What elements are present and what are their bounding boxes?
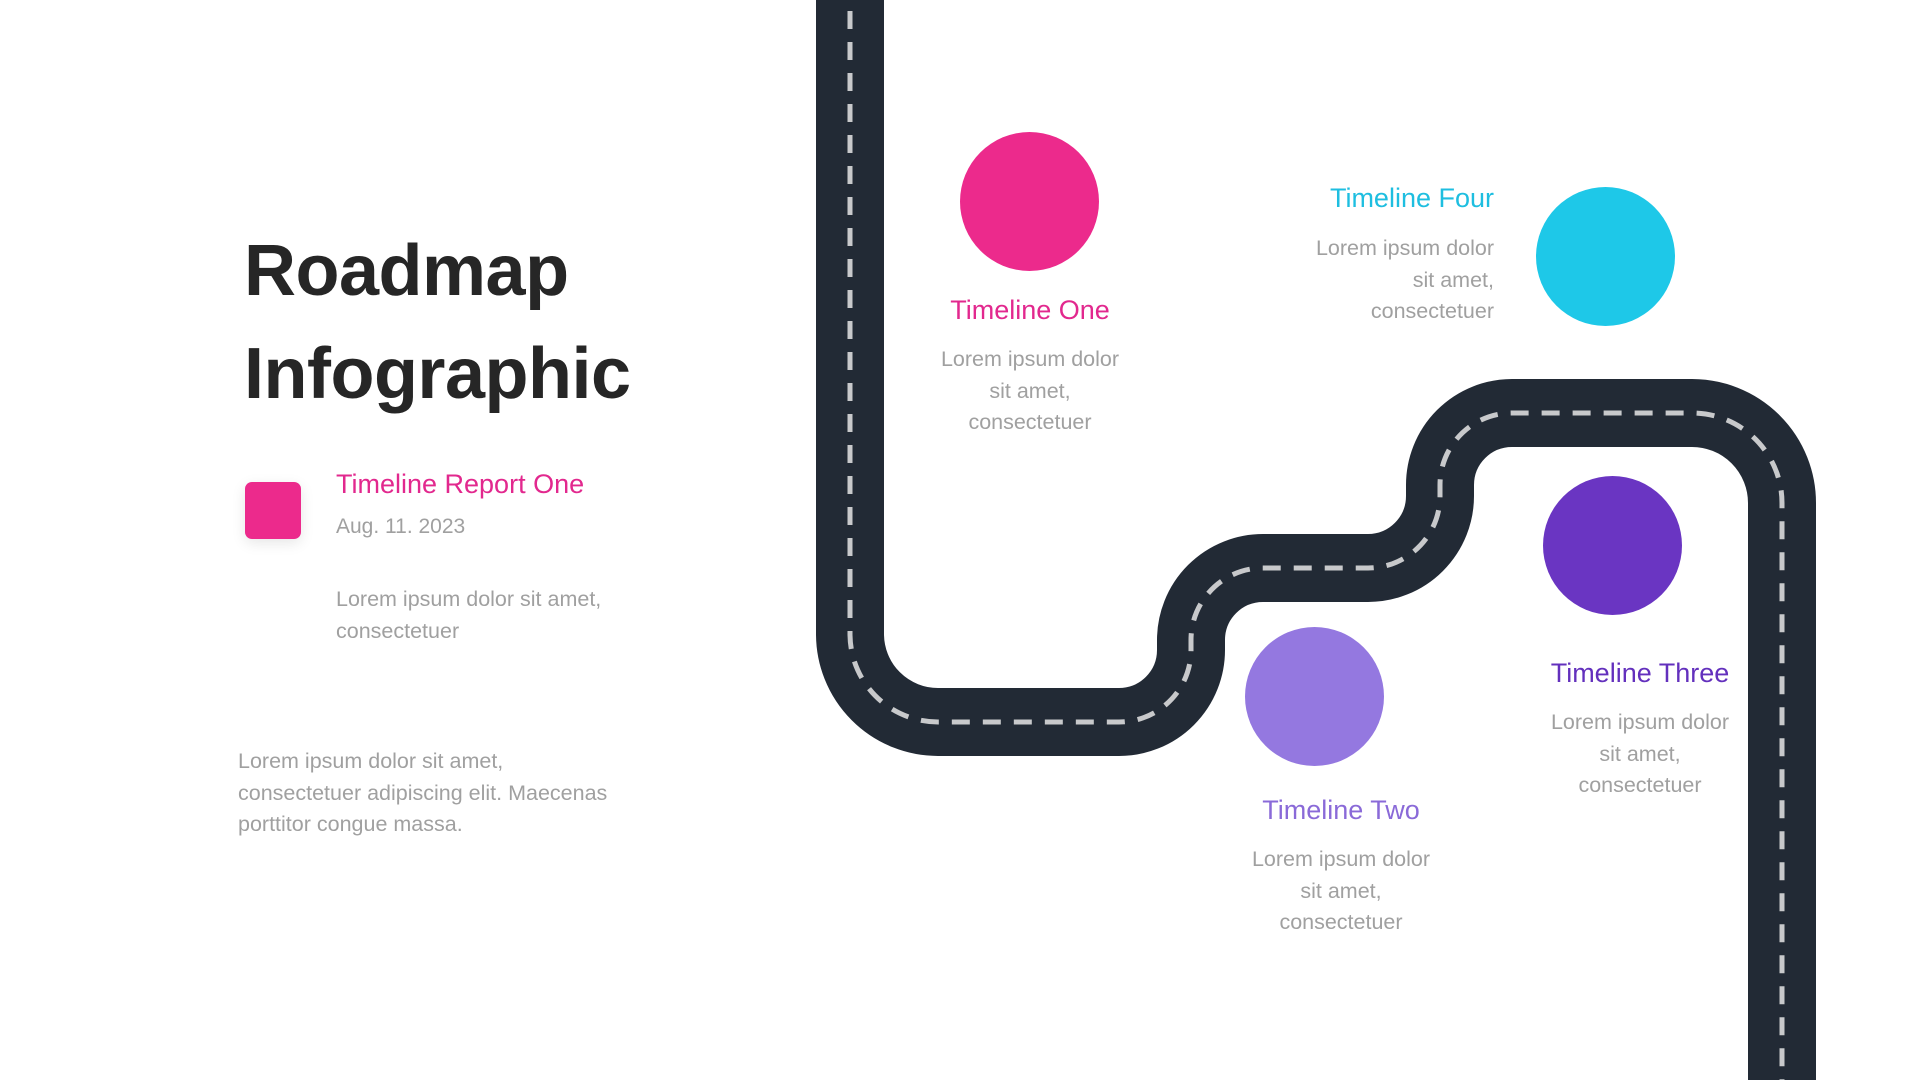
milestone-description-line: Lorem ipsum dolor [1315, 236, 1494, 260]
milestone-description-line: sit amet, [1599, 741, 1681, 766]
page-title: Roadmap Infographic [244, 220, 631, 426]
milestone-one-circle [960, 132, 1099, 271]
milestone-description-line: Lorem ipsum dolor [1550, 710, 1730, 734]
milestone-one-description: Lorem ipsum dolor sit amet, consectetuer [880, 344, 1180, 439]
report-date: Aug. 11. 2023 [336, 515, 466, 538]
milestone-two-title: Timeline Two [1262, 795, 1420, 825]
milestone-four-circle [1536, 187, 1675, 326]
intro-line: Lorem ipsum dolor sit amet, [238, 749, 504, 773]
milestone-four-description: Lorem ipsum dolor sit amet, consectetuer [1194, 233, 1494, 328]
milestone-four-title: Timeline Four [1329, 183, 1494, 213]
page-title-line-2: Infographic [244, 334, 631, 414]
report-description: Lorem ipsum dolor sit amet, consectetuer [336, 584, 656, 647]
milestone-description-line: consectetuer [1370, 299, 1494, 323]
milestone-three-title: Timeline Three [1550, 658, 1730, 688]
milestone-two-circle [1245, 627, 1384, 766]
milestone-one-title: Timeline One [950, 295, 1110, 325]
road-center-dashes [847, 0, 1785, 1080]
milestone-two-description: Lorem ipsum dolor sit amet, consectetuer [1191, 844, 1491, 939]
milestone-three-description: Lorem ipsum dolor sit amet, consectetuer [1490, 707, 1790, 802]
report-marker-icon [245, 482, 301, 539]
page-title-line-1: Roadmap [244, 231, 569, 311]
intro-line: consectetuer adipiscing elit. Maecenas [238, 780, 608, 805]
milestone-description-line: consectetuer [1279, 910, 1403, 934]
intro-line: porttitor congue massa. [238, 812, 463, 836]
milestone-description-line: Lorem ipsum dolor [940, 347, 1120, 371]
milestone-description-line: sit amet, [1412, 267, 1494, 292]
milestone-three-circle [1543, 476, 1682, 615]
report-description-line: Lorem ipsum dolor sit amet, [336, 587, 602, 611]
report-description-line: consectetuer [336, 618, 460, 643]
milestone-description-line: sit amet, [1300, 878, 1382, 903]
milestone-description-line: consectetuer [968, 410, 1092, 434]
milestone-description-line: Lorem ipsum dolor [1251, 847, 1431, 871]
milestone-description-line: sit amet, [989, 378, 1071, 403]
report-title: Timeline Report One [336, 469, 585, 499]
milestone-description-line: consectetuer [1578, 773, 1702, 797]
intro-paragraph: Lorem ipsum dolor sit amet, consectetuer… [238, 746, 658, 841]
